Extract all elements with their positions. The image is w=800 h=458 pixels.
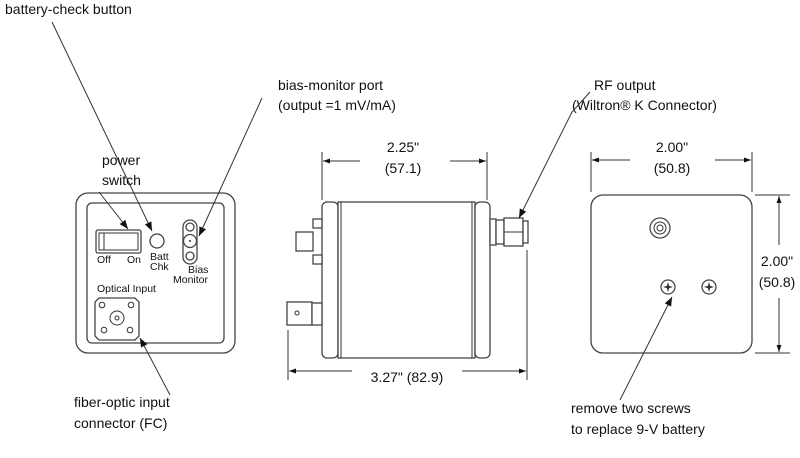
screw-right [701, 279, 717, 295]
rf-output-leader [518, 91, 591, 219]
back-height-mm: (50.8) [759, 274, 796, 290]
optical-input-label: Optical Input [97, 283, 156, 295]
fiber-input-callout-2: connector (FC) [74, 415, 167, 431]
bias-monitor-leader [198, 97, 263, 237]
monitor-label: Monitor [173, 274, 209, 286]
power-switch-callout-1: power [102, 152, 140, 168]
chk-label: Chk [150, 261, 169, 273]
batt-label: Batt [150, 251, 169, 263]
back-width-inches: 2.00" [656, 139, 688, 155]
bias-monitor-callout-1: bias-monitor port [278, 77, 383, 93]
back-height-inches: 2.00" [761, 253, 793, 269]
side-width-inches: 2.25" [387, 139, 419, 155]
rf-output-callout-1: RF output [594, 77, 656, 93]
power-switch [95, 229, 142, 254]
power-switch-leader [98, 191, 129, 230]
side-width-mm: (57.1) [385, 160, 422, 176]
fiber-input-callout-1: fiber-optic input [74, 394, 170, 410]
battery-check-button [149, 233, 165, 249]
bias-monitor-callout-2: (output =1 mV/mA) [278, 97, 396, 113]
on-label: On [127, 254, 141, 266]
battery-check-leader [51, 21, 153, 232]
back-width-mm: (50.8) [654, 160, 691, 176]
side-length: 3.27" (82.9) [371, 369, 444, 385]
fc-connector [94, 297, 140, 341]
screw-left [660, 279, 676, 295]
off-label: Off [97, 254, 111, 266]
bias-monitor-connector [182, 219, 198, 265]
power-switch-callout-2: switch [102, 172, 141, 188]
side-view: 2.25" (57.1) 3.27" (82.9) [286, 139, 529, 385]
screws-callout-2: to replace 9-V battery [571, 421, 705, 437]
front-panel-view: Off On Batt Chk Bias Monitor Optical Inp… [75, 192, 236, 354]
rf-output-connector [489, 217, 529, 247]
bias-label: Bias [188, 264, 208, 276]
battery-check-callout: battery-check button [5, 1, 132, 17]
screws-leader [619, 296, 673, 401]
callouts: battery-check button bias-monitor port (… [5, 1, 717, 437]
rf-output-callout-2: (Wiltron® K Connector) [572, 97, 717, 113]
back-view: 2.00" (50.8) 2.00" (50.8) [590, 139, 796, 354]
screws-callout-1: remove two screws [571, 400, 691, 416]
fiber-input-leader [139, 337, 171, 396]
